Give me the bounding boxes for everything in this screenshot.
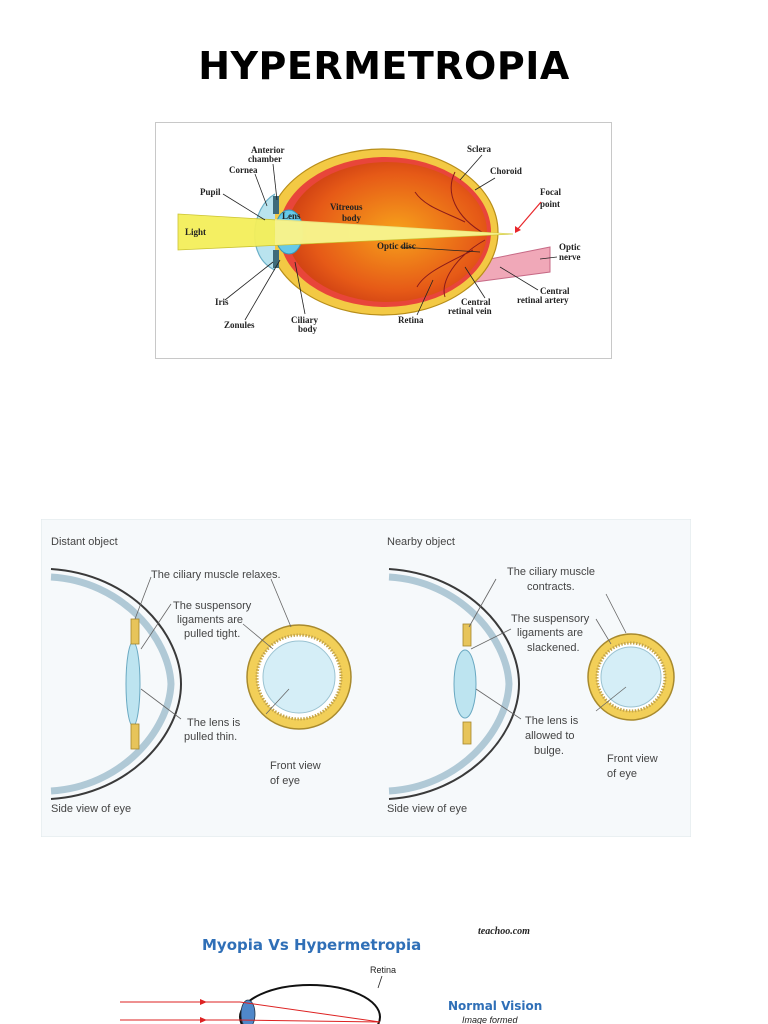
- right-lens-3: bulge.: [534, 745, 564, 757]
- label-anterior-1: Anterior: [251, 145, 285, 155]
- left-lig-2: ligaments are: [177, 614, 243, 626]
- left-lig-1: The suspensory: [173, 600, 252, 612]
- label-zonules: Zonules: [224, 320, 255, 330]
- left-front-1: Front view: [270, 760, 321, 772]
- left-eye-outline: [50, 568, 183, 800]
- left-heading: Distant object: [51, 536, 118, 548]
- eye-lens: [240, 999, 256, 1024]
- label-central-artery-2: retinal artery: [517, 295, 569, 305]
- label-focal-2: point: [540, 199, 560, 209]
- right-muscle-2: contracts.: [527, 581, 575, 593]
- right-front-1: Front view: [607, 753, 658, 765]
- label-focal-1: Focal: [540, 187, 561, 197]
- label-central-artery-1: Central: [540, 286, 570, 296]
- right-lig-3: slackened.: [527, 642, 580, 654]
- right-lens-1: The lens is: [525, 715, 579, 727]
- label-vitreous-2: body: [342, 213, 362, 223]
- eye-anatomy-diagram: Light Lens Vitreous body Anterior chambe…: [155, 122, 612, 359]
- label-optic-disc: Optic disc: [377, 241, 416, 251]
- right-lig-2: ligaments are: [517, 627, 583, 639]
- label-retina: Retina: [398, 315, 424, 325]
- label-iris: Iris: [215, 297, 229, 307]
- left-front-lens: [262, 640, 336, 714]
- label-ciliary-1: Ciliary: [291, 315, 318, 325]
- label-sclera: Sclera: [467, 144, 491, 154]
- right-lig-1: The suspensory: [511, 613, 590, 625]
- left-muscle-1: The ciliary muscle relaxes.: [151, 569, 281, 581]
- label-optic-nerve-1: Optic: [559, 242, 581, 252]
- page-title: HYPERMETROPIA: [198, 44, 570, 88]
- label-vitreous-1: Vitreous: [330, 202, 363, 212]
- label-choroid: Choroid: [490, 166, 522, 176]
- left-lens-1: The lens is: [187, 717, 241, 729]
- figure3-title: Myopia Vs Hypermetropia: [202, 936, 421, 954]
- left-lig-3: pulled tight.: [184, 628, 240, 640]
- label-lens: Lens: [282, 211, 301, 221]
- normal-vision-label: Normal Vision: [448, 999, 542, 1013]
- right-muscle-1: The ciliary muscle: [507, 566, 595, 578]
- left-lens-2: pulled thin.: [184, 731, 237, 743]
- label-optic-nerve-2: nerve: [559, 252, 581, 262]
- right-lens-2: allowed to: [525, 730, 575, 742]
- right-heading: Nearby object: [387, 536, 455, 548]
- left-front-2: of eye: [270, 775, 300, 787]
- right-eye-outline: [388, 568, 521, 800]
- label-central-vein-1: Central: [461, 297, 491, 307]
- label-central-vein-2: retinal vein: [448, 306, 492, 316]
- right-side: Side view of eye: [387, 803, 467, 815]
- label-cornea: Cornea: [229, 165, 258, 175]
- left-lens: [125, 641, 141, 727]
- label-light: Light: [185, 227, 206, 237]
- right-lens: [453, 649, 477, 719]
- retina-label: Retina: [370, 965, 396, 975]
- brand-label: teachoo.com: [478, 926, 530, 937]
- label-ciliary-2: body: [298, 324, 318, 334]
- label-pupil: Pupil: [200, 187, 221, 197]
- accommodation-diagram: Distant object The ciliary muscle relaxe…: [41, 519, 691, 837]
- right-front-2: of eye: [607, 768, 637, 780]
- right-front-lens: [600, 646, 662, 708]
- label-anterior-2: chamber: [248, 154, 282, 164]
- image-formed-label: Image formed: [462, 1015, 519, 1024]
- eye-outline: [239, 984, 381, 1024]
- myopia-hypermetropia-diagram: teachoo.com Myopia Vs Hypermetropia Reti…: [120, 922, 620, 1024]
- left-side: Side view of eye: [51, 803, 131, 815]
